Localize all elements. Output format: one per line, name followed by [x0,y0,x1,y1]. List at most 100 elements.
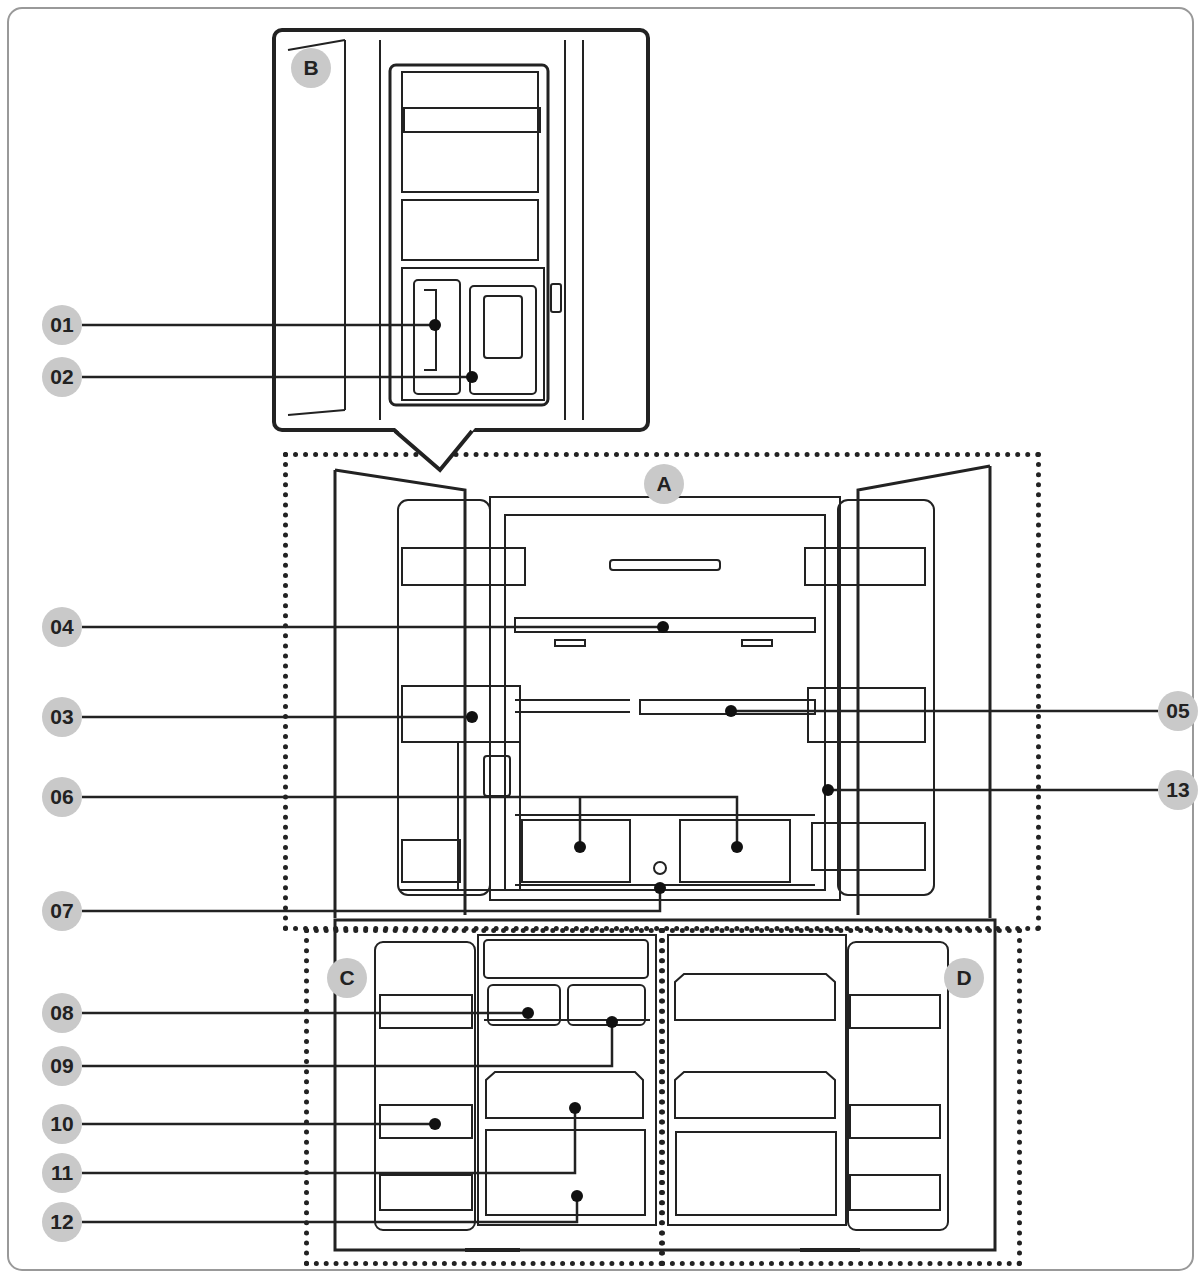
leader-lines [82,376,472,379]
fridge-compartment [515,814,815,816]
freezer-compartment [335,920,995,1250]
inset-door [344,40,346,410]
callout-number: 04 [42,607,82,647]
fridge-compartment [808,688,925,742]
fridge-compartment [522,820,630,882]
fridge-compartment [989,466,992,918]
callout-number: 01 [42,305,82,345]
freezer-compartment [484,940,648,978]
leader-lines [82,1108,575,1173]
leader-dot [429,319,441,331]
leader-lines [82,626,663,629]
freezer-compartment [478,935,656,1225]
leader-dot [574,841,586,853]
fridge-compartment [515,618,815,632]
freezer-compartment [465,1248,520,1252]
freezer-compartment [668,935,846,1225]
freezer-compartment [675,1072,835,1118]
inset-door [390,65,548,405]
fridge-compartment [610,560,720,570]
fridge-compartment [458,742,520,890]
fridge-compartment [515,711,630,713]
freezer-compartment [675,974,835,1020]
fridge-compartment [334,470,337,918]
inset-door [379,40,381,420]
freezer-compartment [484,1019,650,1021]
freezer-compartment [800,1248,860,1252]
leader-lines [82,325,1158,1222]
fridge-compartment [400,889,520,891]
inset-door [288,410,345,415]
leader-dot [657,621,669,633]
section-letter: D [944,958,984,998]
leader-lines [82,716,472,719]
fridge-compartment [335,466,990,918]
fridge-compartment [402,840,460,882]
freezer-compartment [380,1105,472,1138]
fridge-compartment [335,470,465,915]
fridge-compartment [838,500,934,895]
callout-pointer [395,428,475,470]
fridge-compartment [490,497,840,900]
freezer-compartment [850,995,940,1028]
inset-door [402,268,544,400]
callout-number: 08 [42,993,82,1033]
callout-number: 06 [42,777,82,817]
fridge-compartment [402,686,520,742]
freezer-compartment [486,1072,643,1118]
inset-door: ​ [288,40,583,420]
callout-pointer [395,428,475,470]
callout-pointer [395,431,472,470]
fridge-compartment [484,756,510,796]
fridge-compartment [515,699,630,701]
leader-dot [822,784,834,796]
leader-lines [82,1022,612,1066]
freezer-compartment [850,1105,940,1138]
fridge-compartment [402,548,525,585]
freezer-compartment [380,1175,472,1210]
inset-door [551,284,561,312]
leader-dot [466,371,478,383]
callout-number: 12 [42,1202,82,1242]
callout-number: 10 [42,1104,82,1144]
leader-lines [731,710,1158,713]
leader-lines [82,888,660,911]
callout-number: 07 [42,891,82,931]
leader-lines [828,789,1158,792]
leader-dot [429,1118,441,1130]
freezer-compartment [375,942,475,1230]
leader-dot [731,841,743,853]
leader-dot [569,1102,581,1114]
fridge-compartment [555,640,585,646]
freezer-compartment [850,1175,940,1210]
freezer-compartment [335,920,995,1250]
fridge-compartment [505,515,825,890]
inset-door [582,40,584,420]
fridge-compartment [654,862,666,874]
leader-dot [466,711,478,723]
callout-number: 02 [42,357,82,397]
fridge-compartment [680,820,790,882]
callout-number: 05 [1158,691,1198,731]
leader-dot [522,1007,534,1019]
outer-frame [8,8,1193,1270]
callout-number: 13 [1158,770,1198,810]
fridge-compartment [812,823,925,870]
freezer-compartment [676,1132,836,1215]
section-letter: A [644,464,684,504]
fridge-compartment [742,640,772,646]
section-letter: C [327,958,367,998]
leader-dot [654,882,666,894]
fridge-compartment [398,500,490,895]
fridge-compartment [805,548,925,585]
freezer-zone: D [660,928,1022,1266]
callout-number: 11 [42,1153,82,1193]
inset-view: B [272,28,650,432]
fridge-zone: A [283,452,1041,931]
leader-lines [82,1123,435,1126]
inset-door [484,296,522,358]
leader-lines [82,1196,577,1222]
leader-lines [82,797,737,847]
